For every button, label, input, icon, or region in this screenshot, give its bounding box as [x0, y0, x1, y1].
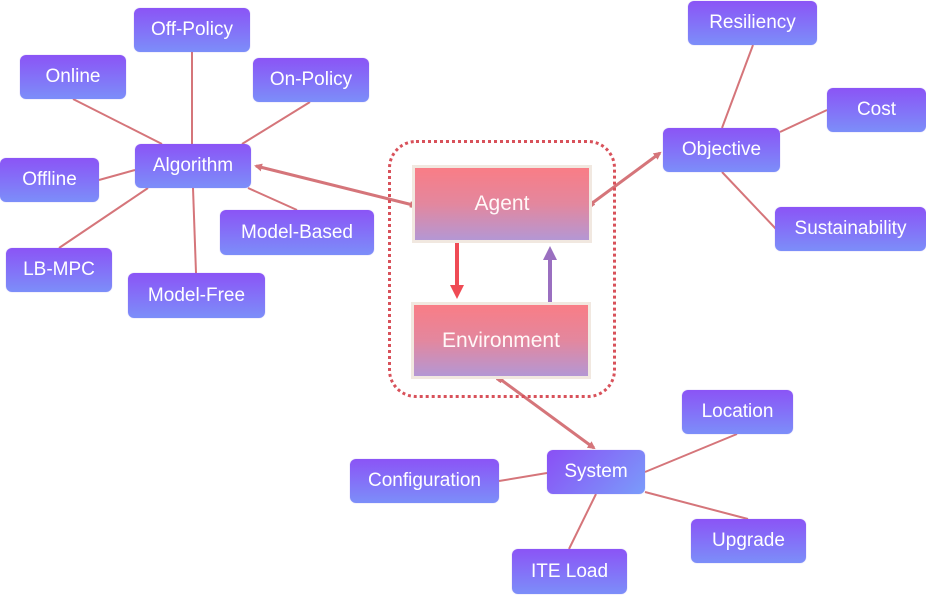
model-free-node[interactable]: Model-Free [128, 273, 265, 318]
agent-environment-group [388, 140, 616, 398]
edge-objective-cost [779, 109, 828, 133]
agent-node[interactable]: Agent [412, 165, 592, 243]
arrow-agent-objective [586, 151, 662, 209]
sustainability-node[interactable]: Sustainability [775, 207, 926, 251]
environment-node[interactable]: Environment [411, 302, 591, 379]
lb-mpc-node[interactable]: LB-MPC [6, 248, 112, 292]
ite-load-node[interactable]: ITE Load [512, 549, 627, 594]
edge-algorithm-offline [98, 169, 136, 181]
edge-algorithm-on-policy [241, 101, 311, 145]
edge-objective-resiliency [721, 44, 754, 129]
on-policy-node[interactable]: On-Policy [253, 58, 369, 102]
objective-node[interactable]: Objective [663, 128, 780, 172]
cost-node[interactable]: Cost [827, 88, 926, 132]
system-node[interactable]: System [547, 450, 645, 494]
configuration-node[interactable]: Configuration [350, 459, 499, 503]
arrow-agent-algorithm [254, 163, 417, 209]
model-based-node[interactable]: Model-Based [220, 210, 374, 255]
arrow-environment-system [495, 374, 596, 450]
edge-algorithm-model-based [247, 187, 298, 211]
resiliency-node[interactable]: Resiliency [688, 1, 817, 45]
edge-algorithm-model-free [192, 187, 197, 274]
edge-algorithm-online [72, 98, 163, 145]
off-policy-node[interactable]: Off-Policy [134, 8, 250, 52]
online-node[interactable]: Online [20, 55, 126, 99]
edge-system-ite-load [568, 493, 597, 550]
edge-system-configuration [498, 472, 548, 482]
algorithm-node[interactable]: Algorithm [135, 144, 251, 188]
edge-system-upgrade [644, 491, 749, 520]
location-node[interactable]: Location [682, 390, 793, 434]
upgrade-node[interactable]: Upgrade [691, 519, 806, 563]
edge-algorithm-lb-mpc [58, 187, 149, 249]
edge-system-location [644, 433, 738, 473]
edge-objective-sustainability [721, 171, 777, 230]
offline-node[interactable]: Offline [0, 158, 99, 202]
